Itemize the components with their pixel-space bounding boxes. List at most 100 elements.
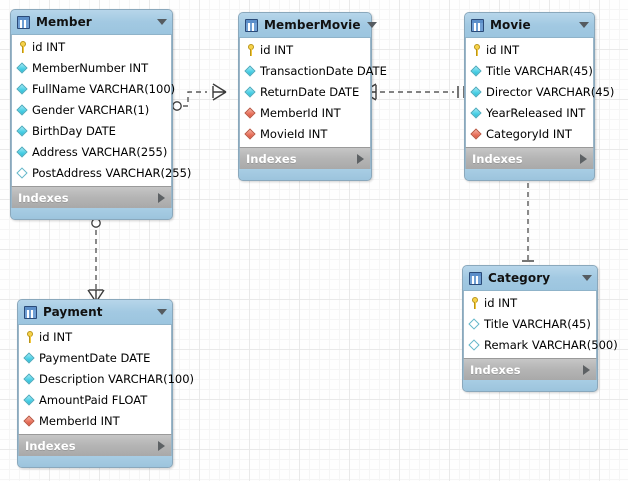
table-header-movie[interactable]: Movie [465, 13, 594, 38]
table-header-category[interactable]: Category [463, 266, 597, 291]
column-label: Gender VARCHAR(1) [32, 103, 150, 117]
column-row[interactable]: YearReleased INT [466, 103, 593, 124]
indexes-bar[interactable]: Indexes [465, 147, 594, 169]
column-row[interactable]: Address VARCHAR(255) [12, 142, 171, 163]
column-label: MemberNumber INT [32, 61, 149, 75]
diamond-icon [245, 65, 257, 78]
indexes-label: Indexes [25, 438, 76, 453]
column-row[interactable]: PaymentDate DATE [19, 348, 171, 369]
key-icon [471, 44, 483, 57]
column-label: Address VARCHAR(255) [32, 145, 168, 159]
chevron-right-icon[interactable] [158, 440, 165, 451]
relationship-member-payment[interactable] [80, 206, 112, 306]
column-row[interactable]: id INT [240, 40, 370, 61]
table-title: Category [488, 271, 551, 285]
column-label: Director VARCHAR(45) [486, 85, 615, 99]
diamond-icon [471, 65, 483, 78]
diamond-icon [471, 86, 483, 99]
column-row[interactable]: Remark VARCHAR(500) [464, 335, 618, 356]
column-row[interactable]: id INT [19, 327, 171, 348]
entity-table-movie[interactable]: Movie id INT Title VARCHAR(45) Director … [464, 12, 614, 181]
column-row[interactable]: ReturnDate DATE [240, 82, 370, 103]
column-row[interactable]: BirthDay DATE [12, 121, 171, 142]
column-row[interactable]: FullName VARCHAR(100) [12, 79, 175, 100]
column-row[interactable]: id INT [12, 37, 171, 58]
diamond-icon [24, 373, 36, 386]
diamond-icon [17, 104, 29, 117]
chevron-right-icon[interactable] [583, 364, 590, 375]
chevron-right-icon[interactable] [158, 192, 165, 203]
indexes-bar[interactable]: Indexes [463, 358, 597, 380]
column-label: id INT [484, 296, 518, 310]
column-label: MemberId INT [260, 106, 341, 120]
diamond-red-icon [245, 107, 257, 120]
column-label: Remark VARCHAR(500) [484, 338, 618, 352]
chevron-right-icon[interactable] [580, 153, 587, 164]
column-label: Title VARCHAR(45) [484, 317, 591, 331]
diamond-icon [17, 83, 29, 96]
column-row[interactable]: MemberNumber INT [12, 58, 171, 79]
indexes-bar[interactable]: Indexes [18, 434, 172, 456]
table-columns-category: id INT Title VARCHAR(45) Remark VARCHAR(… [463, 291, 618, 358]
column-row[interactable]: MovieId INT [240, 124, 370, 145]
column-label: id INT [486, 43, 520, 57]
table-footer [463, 380, 597, 391]
column-row[interactable]: TransactionDate DATE [240, 61, 387, 82]
key-icon [24, 331, 36, 344]
column-row[interactable]: Title VARCHAR(45) [464, 314, 596, 335]
key-icon [17, 41, 29, 54]
entity-table-member[interactable]: Member id INT MemberNumber INT FullName … [10, 9, 191, 220]
column-row[interactable]: Description VARCHAR(100) [19, 369, 194, 390]
column-row[interactable]: MemberId INT [19, 411, 171, 432]
table-header-membermovie[interactable]: MemberMovie [239, 13, 377, 38]
column-label: Title VARCHAR(45) [486, 64, 593, 78]
column-label: id INT [260, 43, 294, 57]
indexes-bar[interactable]: Indexes [239, 147, 371, 169]
chevron-down-icon[interactable] [582, 275, 592, 281]
chevron-down-icon[interactable] [366, 22, 377, 28]
chevron-down-icon[interactable] [157, 19, 167, 25]
column-row[interactable]: AmountPaid FLOAT [19, 390, 171, 411]
diamond-icon [17, 146, 29, 159]
chevron-right-icon[interactable] [357, 153, 364, 164]
table-header-member[interactable]: Member [11, 10, 172, 35]
entity-table-category[interactable]: Category id INT Title VARCHAR(45) Remark… [462, 265, 618, 392]
table-footer [239, 169, 371, 180]
column-label: MemberId INT [39, 414, 120, 428]
indexes-bar[interactable]: Indexes [11, 186, 172, 208]
table-footer [465, 169, 594, 180]
column-row[interactable]: id INT [466, 40, 593, 61]
table-columns-membermovie: id INT TransactionDate DATE ReturnDate D… [239, 38, 387, 147]
key-icon [469, 297, 481, 310]
entity-table-payment[interactable]: Payment id INT PaymentDate DATE Descript… [17, 299, 194, 468]
column-row[interactable]: PostAddress VARCHAR(255) [12, 163, 191, 184]
column-row[interactable]: CategoryId INT [466, 124, 593, 145]
column-label: BirthDay DATE [32, 124, 116, 138]
table-header-payment[interactable]: Payment [18, 300, 172, 325]
indexes-label: Indexes [470, 362, 521, 377]
table-footer [11, 208, 172, 219]
column-label: AmountPaid FLOAT [39, 393, 148, 407]
column-label: FullName VARCHAR(100) [32, 82, 176, 96]
column-row[interactable]: Director VARCHAR(45) [466, 82, 614, 103]
column-row[interactable]: MemberId INT [240, 103, 370, 124]
column-label: Description VARCHAR(100) [39, 372, 195, 386]
diamond-icon [245, 86, 257, 99]
column-row[interactable]: id INT [464, 293, 596, 314]
chevron-down-icon[interactable] [579, 22, 589, 28]
table-icon [24, 305, 37, 319]
column-row[interactable]: Gender VARCHAR(1) [12, 100, 171, 121]
column-row[interactable]: Title VARCHAR(45) [466, 61, 593, 82]
column-label: MovieId INT [260, 127, 328, 141]
diamond-red-icon [471, 128, 483, 141]
relationship-membermovie-movie[interactable] [362, 82, 472, 106]
table-footer [18, 456, 172, 467]
column-label: id INT [39, 330, 73, 344]
entity-table-membermovie[interactable]: MemberMovie id INT TransactionDate DATE … [238, 12, 387, 181]
diamond-outline-icon [469, 339, 481, 352]
indexes-label: Indexes [18, 190, 69, 205]
indexes-label: Indexes [472, 151, 523, 166]
column-label: PaymentDate DATE [39, 351, 151, 365]
chevron-down-icon[interactable] [157, 309, 167, 315]
